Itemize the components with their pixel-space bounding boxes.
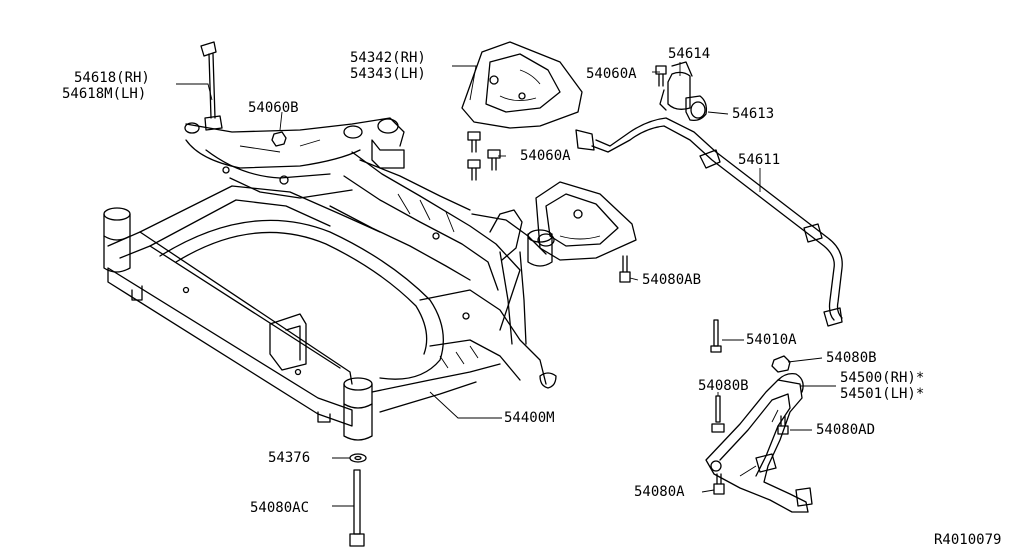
callout-54618m-lh: 54618M(LH)	[62, 86, 146, 102]
callout-54343-lh: 54343(LH)	[350, 66, 426, 82]
callout-54400m: 54400M	[504, 410, 555, 426]
callout-54618-rh: 54618(RH)	[74, 70, 150, 86]
bolt-54060a-center	[467, 131, 501, 181]
callout-54010a: 54010A	[746, 332, 797, 348]
callout-54501-lh: 54501(LH)*	[840, 386, 924, 402]
bolt-54080ac	[349, 469, 365, 547]
callout-54613: 54613	[732, 106, 774, 122]
callout-54060b: 54060B	[248, 100, 299, 116]
callout-54060a-mid: 54060A	[520, 148, 571, 164]
suspension-member-54400m	[103, 117, 557, 441]
callout-54080b-left: 54080B	[698, 378, 749, 394]
fasteners	[271, 65, 791, 547]
bolt-54010a	[710, 319, 722, 353]
callout-54080b-right: 54080B	[826, 350, 877, 366]
leader-lines	[176, 62, 836, 507]
bolt-54060a-top	[655, 65, 667, 87]
bushing-54613-clamp-54614	[659, 61, 708, 122]
callout-54611: 54611	[738, 152, 780, 168]
callout-54060a-top: 54060A	[586, 66, 637, 82]
nut-54080b-right	[771, 355, 791, 373]
callout-54080ac: 54080AC	[250, 500, 309, 516]
member-stay-54342-54343	[461, 41, 637, 261]
callout-54500-rh: 54500(RH)*	[840, 370, 924, 386]
transverse-link-54500-54501	[705, 372, 813, 513]
stabilizer-bar-54611	[575, 117, 843, 327]
callout-labels: 54618(RH) 54618M(LH) 54060B 54342(RH) 54…	[62, 46, 1001, 548]
callout-54376: 54376	[268, 450, 310, 466]
bolt-54080b-left	[711, 395, 725, 433]
nut-54060b	[271, 131, 287, 147]
callout-54342-rh: 54342(RH)	[350, 50, 426, 66]
callout-54614: 54614	[668, 46, 710, 62]
reference-code: R4010079	[934, 532, 1001, 548]
bolt-54080ad	[777, 415, 789, 435]
bolt-54080ab	[619, 255, 631, 283]
callout-54080a-low: 54080A	[634, 484, 685, 500]
stabilizer-connecting-rod-54618	[200, 41, 223, 131]
bolt-54080a-lower	[713, 473, 725, 495]
callout-54080ab: 54080AB	[642, 272, 701, 288]
washer-54376	[349, 453, 367, 463]
callout-54080ad: 54080AD	[816, 422, 875, 438]
